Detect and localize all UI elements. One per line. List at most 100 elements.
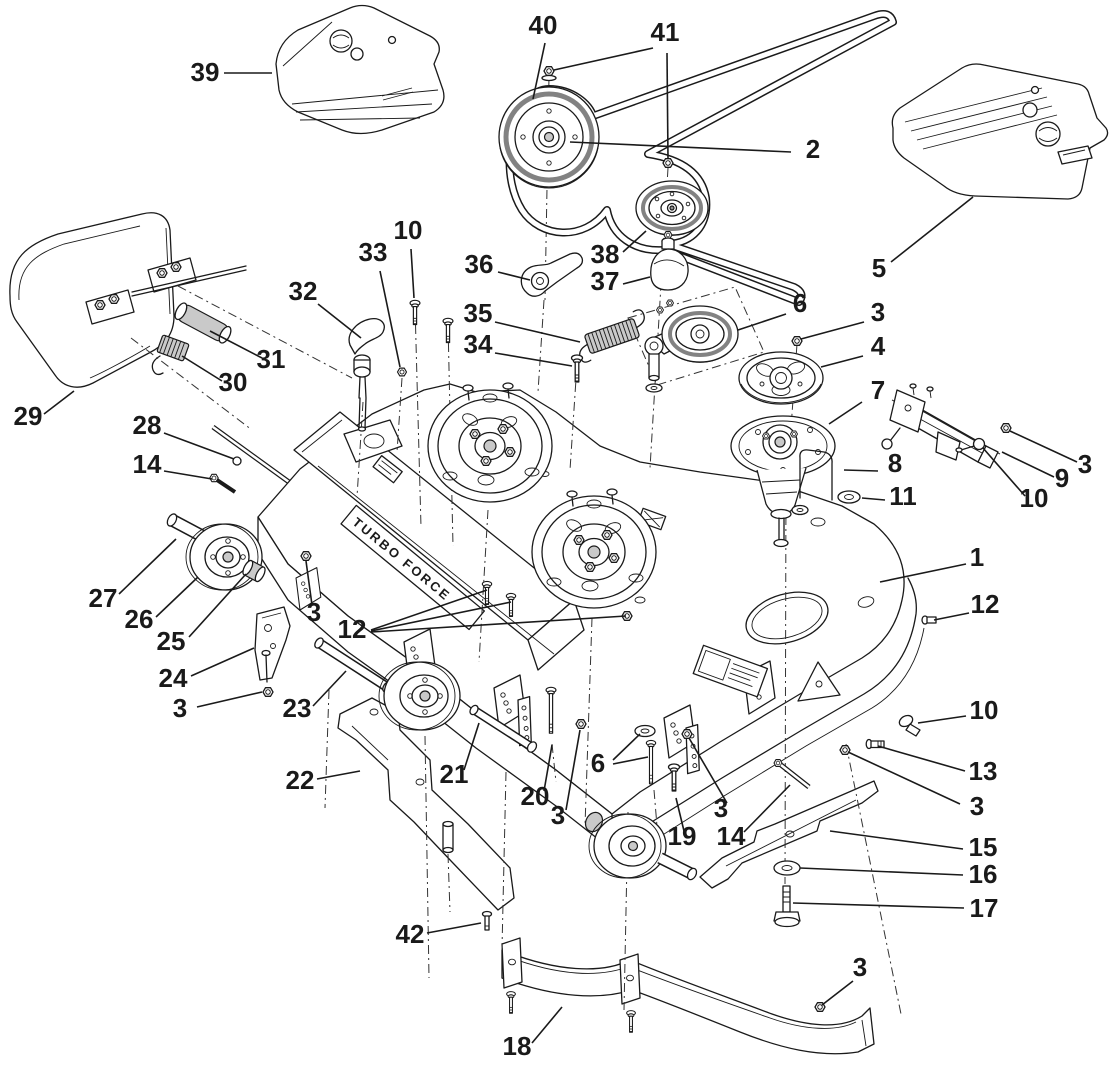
flange-nut — [300, 551, 312, 561]
leader-line — [612, 733, 641, 761]
callout-39: 39 — [191, 57, 220, 87]
callout-10: 10 — [394, 215, 423, 245]
deflector-rod — [211, 424, 302, 493]
leader-line — [917, 715, 967, 724]
callout-15: 15 — [969, 832, 998, 862]
flange-nut — [575, 719, 587, 729]
leader-line — [553, 47, 654, 71]
skid-bolt — [481, 910, 493, 931]
axis-line — [501, 771, 507, 949]
leader-line — [379, 270, 401, 368]
carriage-rod — [773, 759, 811, 789]
leader-line — [821, 980, 854, 1006]
deflector-bracket-left — [85, 289, 135, 325]
leader-line — [312, 670, 347, 707]
callout-37: 37 — [591, 266, 620, 296]
flange-nut — [681, 729, 693, 739]
callout-16: 16 — [969, 859, 998, 889]
callout-40: 40 — [529, 10, 558, 40]
deflector-bracket-right — [131, 257, 247, 297]
leader-line — [196, 691, 263, 708]
stop-bracket — [254, 606, 291, 683]
leader-line — [565, 729, 581, 811]
callout-6: 6 — [793, 288, 807, 318]
callout-10: 10 — [1020, 483, 1049, 513]
leader-line — [317, 303, 362, 339]
axis-line — [784, 477, 787, 885]
callout-24: 24 — [159, 663, 188, 693]
callout-3: 3 — [970, 791, 984, 821]
leader-line — [155, 576, 199, 618]
callout-3: 3 — [173, 693, 187, 723]
axis-line — [424, 735, 430, 979]
washer-and-bolt — [634, 724, 657, 785]
axis-line — [414, 305, 422, 528]
latch-nut — [1000, 423, 1012, 433]
leader-line — [316, 770, 361, 780]
caster-bushing — [242, 559, 266, 583]
leader-line — [890, 196, 974, 263]
belt-cover-left — [275, 4, 445, 135]
callout-11: 11 — [889, 481, 917, 511]
leader-line — [497, 271, 531, 281]
axis-line — [447, 853, 451, 913]
deflector-spring — [151, 334, 190, 376]
callout-27: 27 — [89, 583, 118, 613]
leader-line — [543, 744, 553, 792]
callout-4: 4 — [871, 331, 886, 361]
leader-line — [163, 470, 213, 480]
leader-line — [799, 867, 964, 876]
blade-bolt — [773, 885, 801, 928]
caster-wheel — [185, 523, 263, 591]
leader-line — [43, 390, 75, 415]
callout-35: 35 — [464, 298, 493, 328]
axis-line — [324, 689, 330, 809]
leader-line — [118, 538, 177, 595]
callout-3: 3 — [307, 597, 321, 627]
leader-line — [861, 497, 886, 501]
leader-line — [800, 321, 865, 340]
callout-13: 13 — [969, 756, 998, 786]
leader-line — [181, 355, 223, 382]
callout-3: 3 — [871, 297, 885, 327]
extension-spring — [579, 309, 645, 363]
callout-28: 28 — [133, 410, 162, 440]
callout-33: 33 — [359, 237, 388, 267]
leader-line — [829, 830, 964, 850]
brake-hairpin-rod — [791, 449, 833, 516]
callout-34: 34 — [464, 329, 493, 359]
antiscalp-roller-left — [378, 661, 461, 731]
leader-line — [622, 276, 651, 285]
latch-bracket-assembly — [881, 383, 1012, 469]
height-adjust-handle — [348, 318, 385, 432]
leader-line — [737, 313, 787, 331]
callout-3: 3 — [551, 800, 565, 830]
warning-decal — [692, 644, 769, 698]
leader-line — [190, 647, 255, 677]
axis-line — [447, 323, 454, 547]
axis-line — [551, 743, 557, 783]
small-decal — [372, 455, 403, 484]
axis-line — [584, 617, 593, 827]
callout-10: 10 — [970, 695, 999, 725]
deck-bolt — [409, 299, 421, 326]
flange-nut — [262, 687, 274, 697]
leader-line — [622, 230, 647, 253]
axis-line — [396, 377, 403, 453]
blade — [699, 780, 879, 889]
callout-8: 8 — [888, 448, 902, 478]
callout-17: 17 — [970, 893, 999, 923]
leader-line — [188, 573, 247, 638]
leader-line — [531, 1006, 563, 1044]
callout-41: 41 — [651, 17, 680, 47]
callout-23: 23 — [283, 693, 312, 723]
shoulder-bolt — [667, 763, 681, 792]
leader-line — [1001, 451, 1055, 478]
axis-line — [653, 789, 658, 827]
callout-30: 30 — [219, 367, 248, 397]
spindle-housing-right — [730, 415, 836, 548]
axis-line — [130, 337, 253, 431]
antiscalp-roller-right — [584, 811, 698, 881]
spindle-pulley-right — [738, 336, 824, 405]
